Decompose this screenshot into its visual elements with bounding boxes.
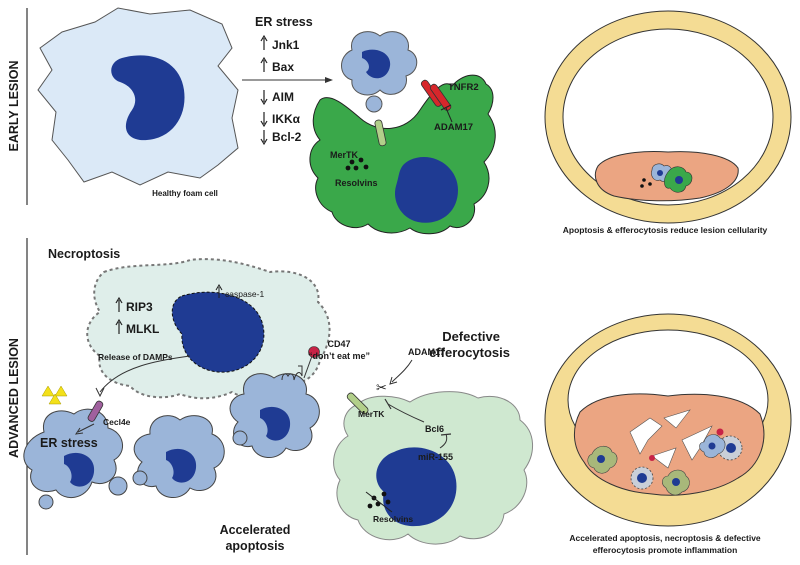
advanced-plaque <box>574 393 765 496</box>
early-vessel <box>544 10 792 224</box>
apoptotic-nucleus <box>362 49 391 79</box>
necroptotic-nucleus <box>171 291 265 373</box>
tnfr2-receptor <box>420 79 452 111</box>
er-stress-apoptotic-cell <box>23 408 128 510</box>
adam17-advanced-label: ADAM17 <box>408 347 445 357</box>
early-er-stress: ER stress <box>255 15 313 29</box>
damps-triangles-icon <box>41 385 68 405</box>
up-arrow-icon <box>260 56 268 72</box>
tnfr2-label: TNFR2 <box>448 82 479 93</box>
down-arrow-icon <box>260 90 268 106</box>
plaque-cell-1 <box>587 445 618 474</box>
up-item-bax: Bax <box>272 60 294 74</box>
accelerated-label-2: apoptosis <box>225 539 284 553</box>
cd47-label: CD47 <box>327 339 350 349</box>
defective-resolvins-dots <box>367 491 391 509</box>
cecl4e-arrow <box>77 423 95 433</box>
plaque-cell-2 <box>630 466 654 490</box>
advanced-caption-2: efferocytosis promote inflammation <box>593 545 738 555</box>
up-arrow-icon <box>260 34 268 50</box>
up-arrow-icon <box>215 284 223 298</box>
cecl4e-label: Cecl4e <box>103 417 131 427</box>
mir155-inhibition-icon <box>439 433 452 449</box>
progression-arrow <box>242 77 333 83</box>
caspase1-label: caspase-1 <box>225 289 264 299</box>
defective-mertk-receptor <box>346 392 369 415</box>
up-arrow-icon <box>115 318 123 334</box>
down-item-ikka: IKKα <box>272 112 301 126</box>
healthy-foam-cell-label: Healthy foam cell <box>152 189 218 198</box>
early-lesion-label: EARLY LESION <box>7 61 21 152</box>
plaque-macrophage <box>664 166 693 193</box>
mlkl-label: MLKL <box>126 322 159 336</box>
down-arrow-icon <box>260 130 268 146</box>
bcl6-label: Bcl6 <box>425 424 444 434</box>
necroptosis-label: Necroptosis <box>48 247 120 261</box>
mir155-label: miR-155 <box>418 452 453 462</box>
plaque-cell-3 <box>662 469 690 496</box>
up-arrow-icon <box>115 296 123 312</box>
scissors-icon: ✂ <box>376 380 387 395</box>
healthy-foam-cell <box>37 7 239 186</box>
foam-cell-nucleus <box>111 55 185 141</box>
damps-label: Release of DAMPs <box>98 352 173 362</box>
defective-mertk-label: MerTK <box>358 409 385 419</box>
advanced-vessel <box>544 313 792 527</box>
plaque-cell-5 <box>699 434 726 458</box>
accelerated-apoptotic-cell-3 <box>229 373 320 458</box>
necrotic-core <box>629 409 713 469</box>
damps-arrow <box>99 355 191 393</box>
accelerated-apoptotic-cell-2 <box>132 415 225 498</box>
defective-label-1: Defective <box>442 329 500 344</box>
down-arrow-icon <box>260 112 268 128</box>
advanced-caption-1: Accelerated apoptosis, necroptosis & def… <box>569 533 761 543</box>
dont-eat-me-label: “don’t eat me” <box>308 351 370 361</box>
bcl6-inhibition-icon <box>384 398 425 423</box>
inhibition-icon <box>440 104 453 123</box>
rip3-label: RIP3 <box>126 300 153 314</box>
cd47-receptor <box>281 346 320 381</box>
early-caption: Apoptosis & efferocytosis reduce lesion … <box>563 225 768 235</box>
mertk-receptor <box>374 119 387 147</box>
down-item-bcl2: Bcl-2 <box>272 130 302 144</box>
defective-macrophage <box>333 391 533 545</box>
down-item-aim: AIM <box>272 90 294 104</box>
up-item-jnk1: Jnk1 <box>272 38 300 52</box>
plaque-cd47-markers <box>649 428 724 461</box>
plaque-resolvins <box>640 178 652 188</box>
defective-nucleus <box>376 447 457 527</box>
early-mertk-label: MerTK <box>330 150 359 160</box>
cecl4e-receptor <box>87 400 104 422</box>
early-adam17-label: ADAM17 <box>434 122 473 133</box>
accelerated-label-1: Accelerated <box>220 523 291 537</box>
early-resolvins-label: Resolvins <box>335 178 378 188</box>
adam17-arrow <box>391 359 413 383</box>
defective-resolvins-label: Resolvins <box>373 514 413 524</box>
resolvins-dots <box>345 157 369 171</box>
advanced-er-stress: ER stress <box>40 436 98 450</box>
macrophage-nucleus <box>394 156 458 223</box>
early-apoptotic-cell <box>341 31 418 113</box>
defective-label-2: efferocytosis <box>429 345 510 360</box>
advanced-lesion-label: ADVANCED LESION <box>7 338 21 458</box>
